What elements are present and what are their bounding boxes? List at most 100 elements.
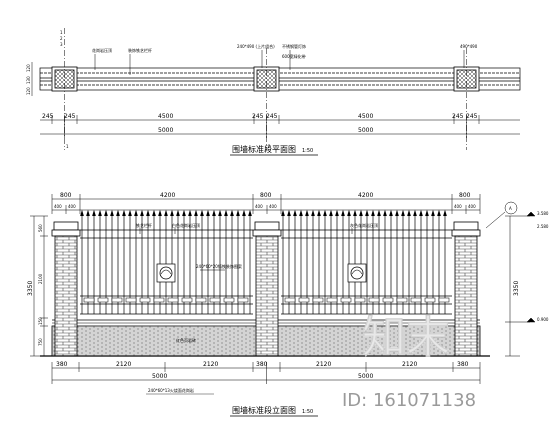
picket-tip xyxy=(122,209,126,217)
elev-note: 240*60*20铸铁装饰图案 xyxy=(196,263,242,269)
elev-left-dim: 560 xyxy=(38,224,43,232)
picket-tip xyxy=(413,209,417,217)
plan-top-dim: 240*490 (上片组合) xyxy=(237,43,275,49)
watermark-logo: 知末 xyxy=(362,312,450,363)
elev-section-tag: A xyxy=(509,206,512,211)
decor-box xyxy=(139,297,151,303)
picket-tip xyxy=(242,209,246,217)
picket-tip xyxy=(206,209,210,217)
picket-tip xyxy=(146,209,150,217)
decor-box xyxy=(410,297,422,303)
decor-box xyxy=(97,297,109,303)
plan-span-dim: 4500 xyxy=(158,113,173,120)
elev-bottom-dim: 2120 xyxy=(402,361,417,368)
picket-tip xyxy=(248,209,252,217)
plan-span-dim: 245 xyxy=(64,113,76,120)
plan-total-dim: 5000 xyxy=(158,127,173,134)
picket-tip xyxy=(212,209,216,217)
watermark-id: ID: 161071138 xyxy=(342,390,476,411)
decor-box xyxy=(237,297,249,303)
picket-tip xyxy=(128,209,132,217)
plan-span-dim: 245 xyxy=(452,113,464,120)
picket-tip xyxy=(389,209,393,217)
plan-leaders xyxy=(94,50,465,75)
picket-tip xyxy=(224,209,228,217)
plan-left-dim: 130 xyxy=(26,76,31,84)
decor-box xyxy=(298,297,310,303)
plan-note: 600宽绿化带 xyxy=(282,53,306,59)
elev-bottom-dim: 380 xyxy=(256,361,268,368)
elev-note: 240*60*13火烧面花岗岩 xyxy=(148,387,194,393)
elev-marker: 2.580 xyxy=(537,224,549,229)
decor-box xyxy=(438,297,450,303)
elev-note: 白色花岗岩压顶 xyxy=(172,222,200,228)
elev-left-dim: 2100 xyxy=(38,273,43,284)
plan-top-dim: 490*490 xyxy=(460,44,478,49)
elev-note: 灰色花岗岩压顶 xyxy=(350,222,378,228)
picket-tip xyxy=(164,209,168,217)
elev-top-dim: 400 xyxy=(54,204,62,209)
decor-box xyxy=(382,297,394,303)
elev-bottom-dim: 380 xyxy=(457,361,469,368)
decor-box xyxy=(326,297,338,303)
watermark: 知末 ID: 161071138 xyxy=(342,311,476,411)
picket-tip xyxy=(230,209,234,217)
picket-tip xyxy=(395,209,399,217)
elevation-scale: 1:50 xyxy=(302,409,313,415)
decor-box xyxy=(223,297,235,303)
decor-box xyxy=(125,297,137,303)
plan-note: 花岗岩压顶 xyxy=(92,47,112,53)
elevation-view: 800 4200 800 4200 800 400 400 400 400 40… xyxy=(27,192,549,417)
elev-bottom-dim: 380 xyxy=(56,361,68,368)
picket-tip xyxy=(293,209,297,217)
decor-box xyxy=(195,297,207,303)
picket-tip xyxy=(371,209,375,217)
picket-tip xyxy=(365,209,369,217)
plan-note: 装饰铁艺栏杆 xyxy=(128,47,152,53)
elev-medallion xyxy=(347,263,367,283)
picket-tip xyxy=(317,209,321,217)
picket-tip xyxy=(218,209,222,217)
elev-fence-panel xyxy=(80,229,253,315)
plan-span-dim: 4500 xyxy=(358,113,373,120)
plan-span-dim: 245 xyxy=(42,113,54,120)
decor-box xyxy=(209,297,221,303)
decor-box xyxy=(83,297,95,303)
picket-tip xyxy=(92,209,96,217)
decor-box xyxy=(312,297,324,303)
elev-top-dim: 4200 xyxy=(160,192,175,199)
elev-note: 铁艺栏杆 xyxy=(136,222,152,228)
plan-wall xyxy=(39,67,521,91)
elev-bottom-total: 5000 xyxy=(152,373,167,380)
elev-bottom-dim-lines xyxy=(51,362,481,384)
elev-bottom-total: 5000 xyxy=(358,373,373,380)
picket-tip xyxy=(419,209,423,217)
elev-bottom-dim: 2120 xyxy=(316,361,331,368)
picket-tip xyxy=(182,209,186,217)
picket-tip xyxy=(110,209,114,217)
decor-box xyxy=(368,297,380,303)
plan-axis-label: 1 xyxy=(66,144,69,149)
picket-tip xyxy=(140,209,144,217)
plan-total-dim: 5000 xyxy=(358,127,373,134)
elev-top-dim: 4200 xyxy=(358,192,373,199)
picket-tip xyxy=(194,209,198,217)
plan-axis-label: 3 xyxy=(60,42,63,47)
picket-tip xyxy=(347,209,351,217)
decor-box xyxy=(284,297,296,303)
picket-tip xyxy=(377,209,381,217)
picket-tip xyxy=(341,209,345,217)
elev-decor-band xyxy=(83,297,450,303)
picket-tip xyxy=(305,209,309,217)
elevation-title: 围墙标准段立面图 xyxy=(232,405,296,415)
elev-leaders xyxy=(139,228,353,271)
elev-marker: 3.580 xyxy=(537,211,549,216)
picket-tip xyxy=(134,209,138,217)
picket-tip xyxy=(359,209,363,217)
decor-box xyxy=(424,297,436,303)
plan-note: 不锈钢管灯饰 xyxy=(282,43,306,49)
plan-view: 花岗岩压顶 装饰铁艺栏杆 240*490 (上片组合) 不锈钢管灯饰 600宽绿… xyxy=(26,28,521,156)
plan-axis-label: 2 xyxy=(268,144,271,149)
picket-tip xyxy=(443,209,447,217)
